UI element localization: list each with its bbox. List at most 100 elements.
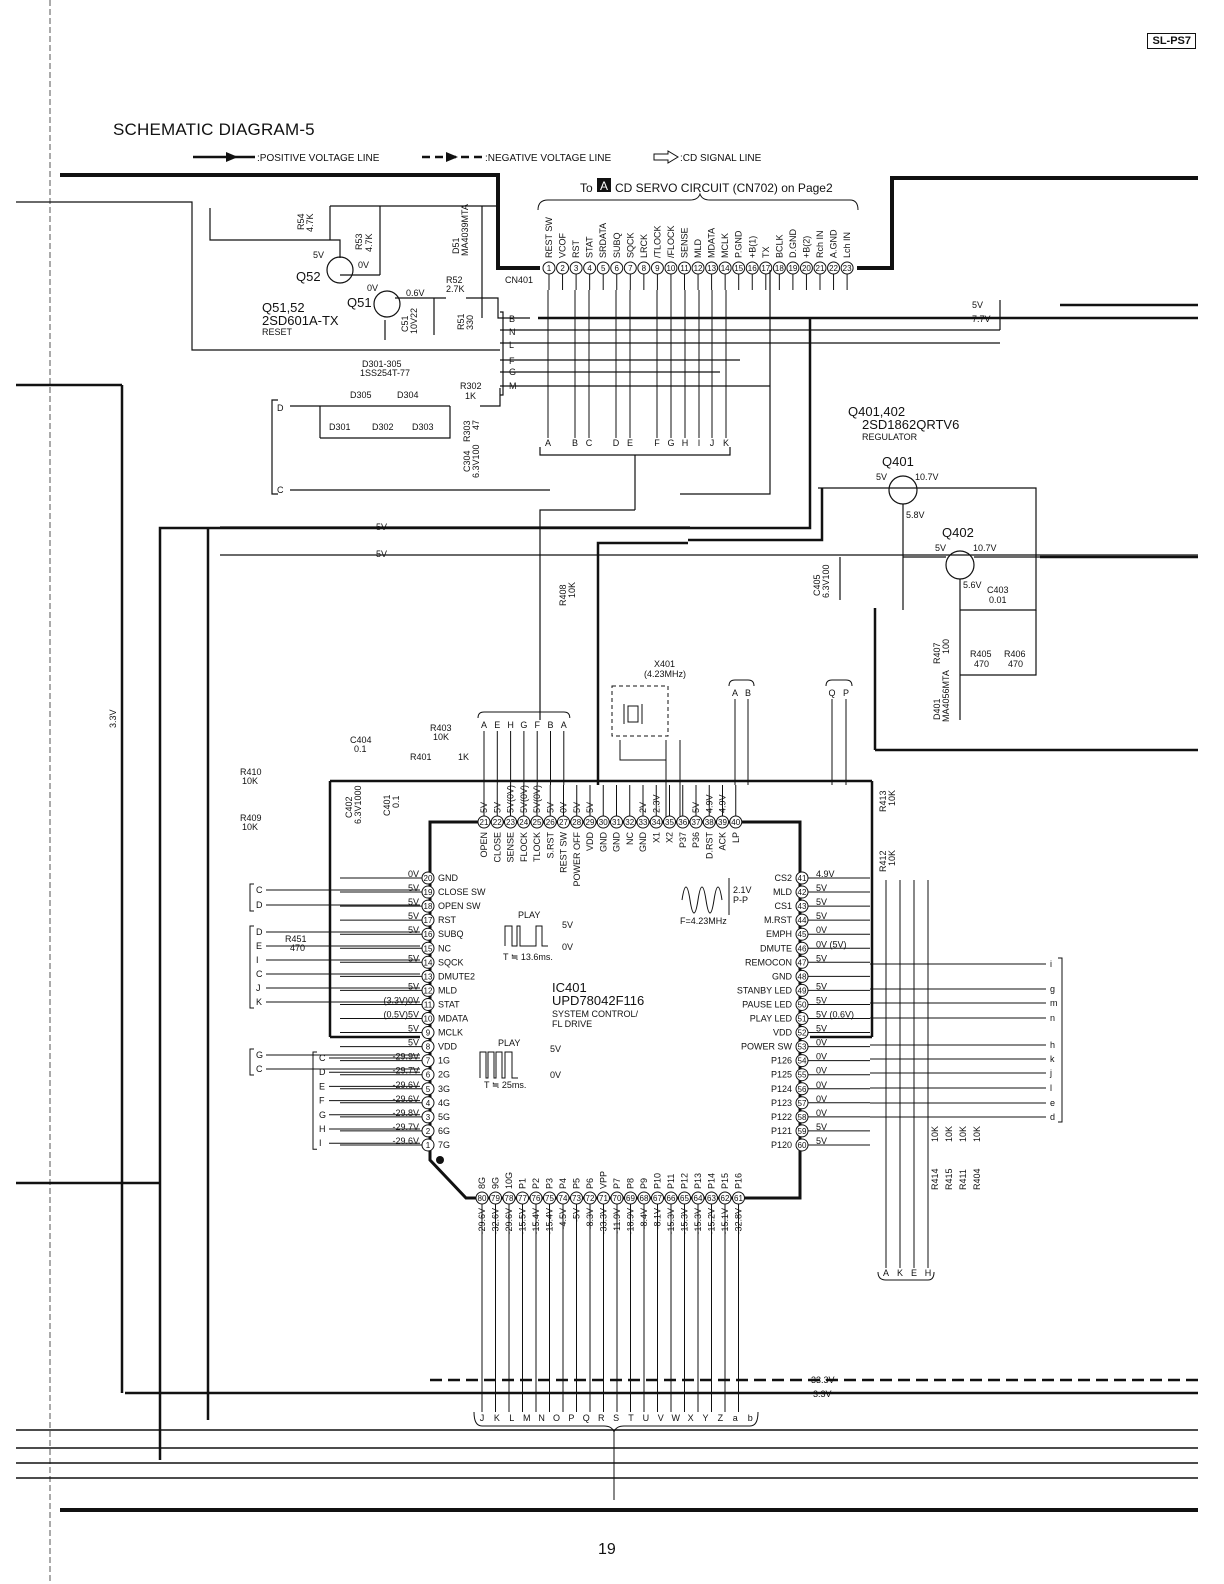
reset-circuit [209, 205, 530, 340]
r407-value: 100 [941, 639, 951, 654]
ic-pin-3-number: 3 [426, 1113, 431, 1122]
cn401-pin-7-circle [623, 261, 637, 275]
ic-pin-17-number: 17 [424, 916, 433, 925]
group-grids-letter: H [319, 1124, 326, 1134]
ic-pin-name: SENSE [506, 832, 516, 863]
ic-pin-name: 1G [438, 1056, 450, 1066]
group-ab-bracket [728, 679, 755, 687]
ic-pin-voltage: (0.5V)5V [383, 1010, 419, 1020]
cn401-pin-3-circle [569, 261, 583, 275]
cn401-pin-label: Lch IN [842, 232, 852, 258]
cn401-pin-label: STAT [585, 236, 595, 258]
cn401-pin-10-number: 10 [666, 264, 675, 273]
cn401-bus-letter: I [698, 438, 701, 448]
r413-label: R413 [878, 790, 888, 812]
q401-v5: 5V [876, 472, 887, 482]
ic-pin-19-circle [421, 885, 435, 899]
ic-pin-30-number: 30 [599, 818, 608, 827]
cn401-pin-20-circle [799, 261, 813, 275]
group-aehgfba-letter: A [481, 720, 487, 730]
ic-pin-voltage: 0V (5V) [816, 939, 847, 949]
cn401-pin-14-circle [718, 261, 732, 275]
cn401-bus-letter: C [586, 438, 593, 448]
connector-ref: CN401 [505, 275, 533, 285]
cn401-pin-20-number: 20 [802, 264, 811, 273]
legend: :POSITIVE VOLTAGE LINE :NEGATIVE VOLTAGE… [193, 150, 762, 164]
ic-pin-voltage: -4.5V [558, 1208, 568, 1230]
ic-pin-name: REMOCON [745, 957, 792, 967]
ic-pin-14-number: 14 [424, 958, 433, 967]
group-deicjk-letter: C [256, 969, 263, 979]
c402-label: C402 [344, 796, 354, 818]
ic-pin-11-number: 11 [424, 1000, 433, 1009]
ic-pin-voltage: 5V [408, 897, 419, 907]
cn401-pin-21-number: 21 [816, 264, 825, 273]
ic-pin-57-circle [795, 1096, 809, 1110]
ic-pin-name: MDATA [438, 1014, 468, 1024]
wave2-hi: 5V [550, 1044, 561, 1054]
misc-labels: R408 10K X401 (4.23MHz) C404 0.1 R403 10… [240, 582, 982, 1190]
cn401-pin-16-number: 16 [748, 264, 757, 273]
q51-label: Q51 [347, 295, 372, 310]
q51-52-title: Q51,52 [262, 300, 305, 315]
ic-pin-name: P14 [707, 1173, 717, 1189]
diode-labels: D301-305 1SS254T-77 D305 D304 D301 D302 … [277, 359, 482, 495]
d401-part: MA4056MTA [941, 670, 951, 722]
c51-label: C51 [400, 315, 410, 332]
ic-pin-37-circle [689, 815, 703, 829]
cn401-pin-label: D.GND [788, 229, 798, 259]
ic-pin-21-number: 21 [480, 818, 489, 827]
ic-pin-name: P124 [771, 1084, 792, 1094]
ic-pin-21-circle [477, 815, 491, 829]
cn401-pin-label: +B(1) [747, 236, 757, 258]
regulator-part: 2SD1862QRTV6 [862, 417, 959, 432]
ic-pin-35-circle [663, 815, 676, 829]
ic-pin-32-number: 32 [625, 818, 634, 827]
ic-pin-37-number: 37 [692, 818, 701, 827]
group-gc-letter: G [256, 1050, 263, 1060]
ic-pin-58-number: 58 [798, 1113, 807, 1122]
connector-cn401: To A CD SERVO CIRCUIT (CN702) on Page2 C… [505, 178, 859, 448]
ic-pin-voltage: 0V [816, 925, 827, 935]
osc-pp: P-P [733, 895, 748, 905]
ic-pin-voltage: -32.6V [491, 1208, 501, 1235]
ic-pin-41-circle [795, 871, 809, 885]
ic-pin-name: P120 [771, 1140, 792, 1150]
d304-label: D304 [397, 390, 419, 400]
ic-pin-23-number: 23 [506, 818, 515, 827]
ic-pin-71-number: 71 [599, 1194, 608, 1203]
ic-pin-name: VDD [585, 832, 595, 852]
ic-pin-16-circle [421, 927, 435, 941]
ic-pin-7-number: 7 [426, 1057, 431, 1066]
ic-pin-72-number: 72 [586, 1194, 595, 1203]
reset-labels: Q52 Q51 Q51,52 2SD601A-TX RESET 5V 0V 0V… [262, 204, 475, 337]
cn401-pin-2-number: 2 [560, 264, 565, 273]
ic-pin-61-circle [732, 1191, 745, 1205]
ic-pin-12-circle [421, 983, 435, 997]
ic-pin-12-number: 12 [424, 986, 433, 995]
ic-pin-43-number: 43 [798, 902, 807, 911]
r411-value: 10K [958, 1126, 968, 1142]
ic-pin-voltage: -15.3V [666, 1208, 676, 1235]
connector-header-badge: A [600, 179, 608, 193]
ic-pin-voltage: -32.8V [734, 1208, 744, 1235]
cn401-pin-9-circle [650, 261, 664, 275]
ic-pin-name: POWER SW [741, 1042, 793, 1052]
ic-pin-56-circle [795, 1082, 809, 1096]
connector-header-to: To [580, 181, 593, 195]
group-deicjk-bracket [249, 925, 254, 1009]
ic-pin-19-number: 19 [424, 888, 433, 897]
ic-pin-2-number: 2 [426, 1127, 431, 1136]
ic-pin-name: REST SW [559, 832, 569, 873]
ic-pin-73-circle [570, 1191, 583, 1205]
ic-pin-27-circle [557, 815, 570, 829]
ic-pin-62-number: 62 [721, 1194, 730, 1203]
cn401-bus-letter: K [723, 438, 729, 448]
ic-pin-33-circle [636, 815, 650, 829]
right-bus-bracket [1058, 957, 1063, 1123]
r407-label: R407 [932, 642, 942, 664]
r413-value: 10K [887, 790, 897, 806]
ic-pin-54-circle [795, 1054, 809, 1068]
cn401-pin-label: /TLOCK [652, 225, 662, 258]
ic-pin-name: P11 [666, 1174, 676, 1189]
